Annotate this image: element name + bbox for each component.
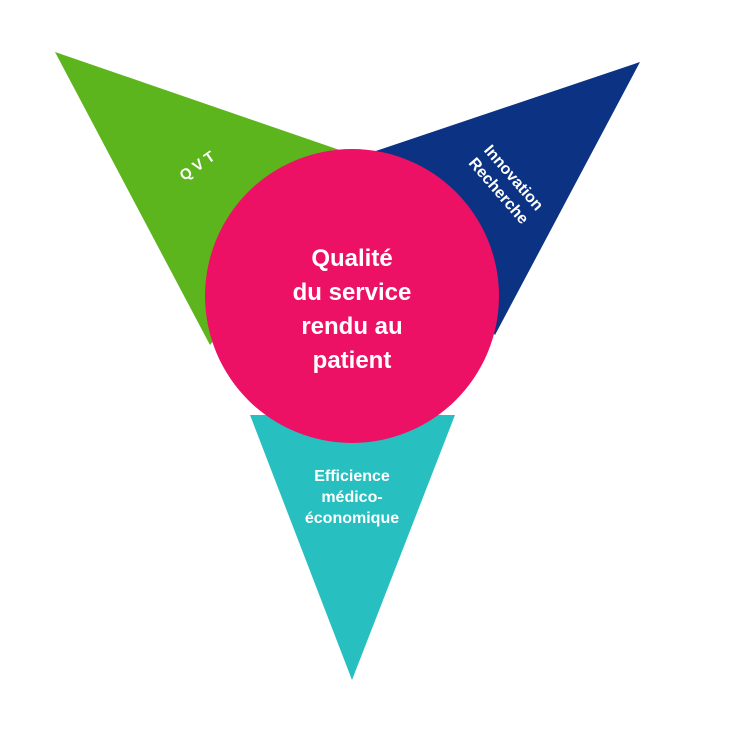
center-label-line-1: Qualité — [311, 245, 392, 272]
innovation-recherche-arm — [355, 62, 640, 335]
center-label-line-4: patient — [313, 347, 392, 374]
center-label-line-3: rendu au — [301, 313, 402, 340]
center-label-line-2: du service — [293, 279, 412, 306]
efficience-label-line-1: Efficience — [314, 468, 390, 485]
center-circle — [205, 149, 499, 443]
qvt-arm — [55, 52, 360, 345]
efficience-label-line-2: médico- — [321, 489, 382, 506]
efficience-label-line-3: économique — [305, 510, 399, 527]
efficience-medico-economique-arm — [250, 415, 455, 680]
efficience-label: Efficience médico- économique — [305, 468, 399, 527]
center-label: Qualité du service rendu au patient — [293, 245, 412, 374]
